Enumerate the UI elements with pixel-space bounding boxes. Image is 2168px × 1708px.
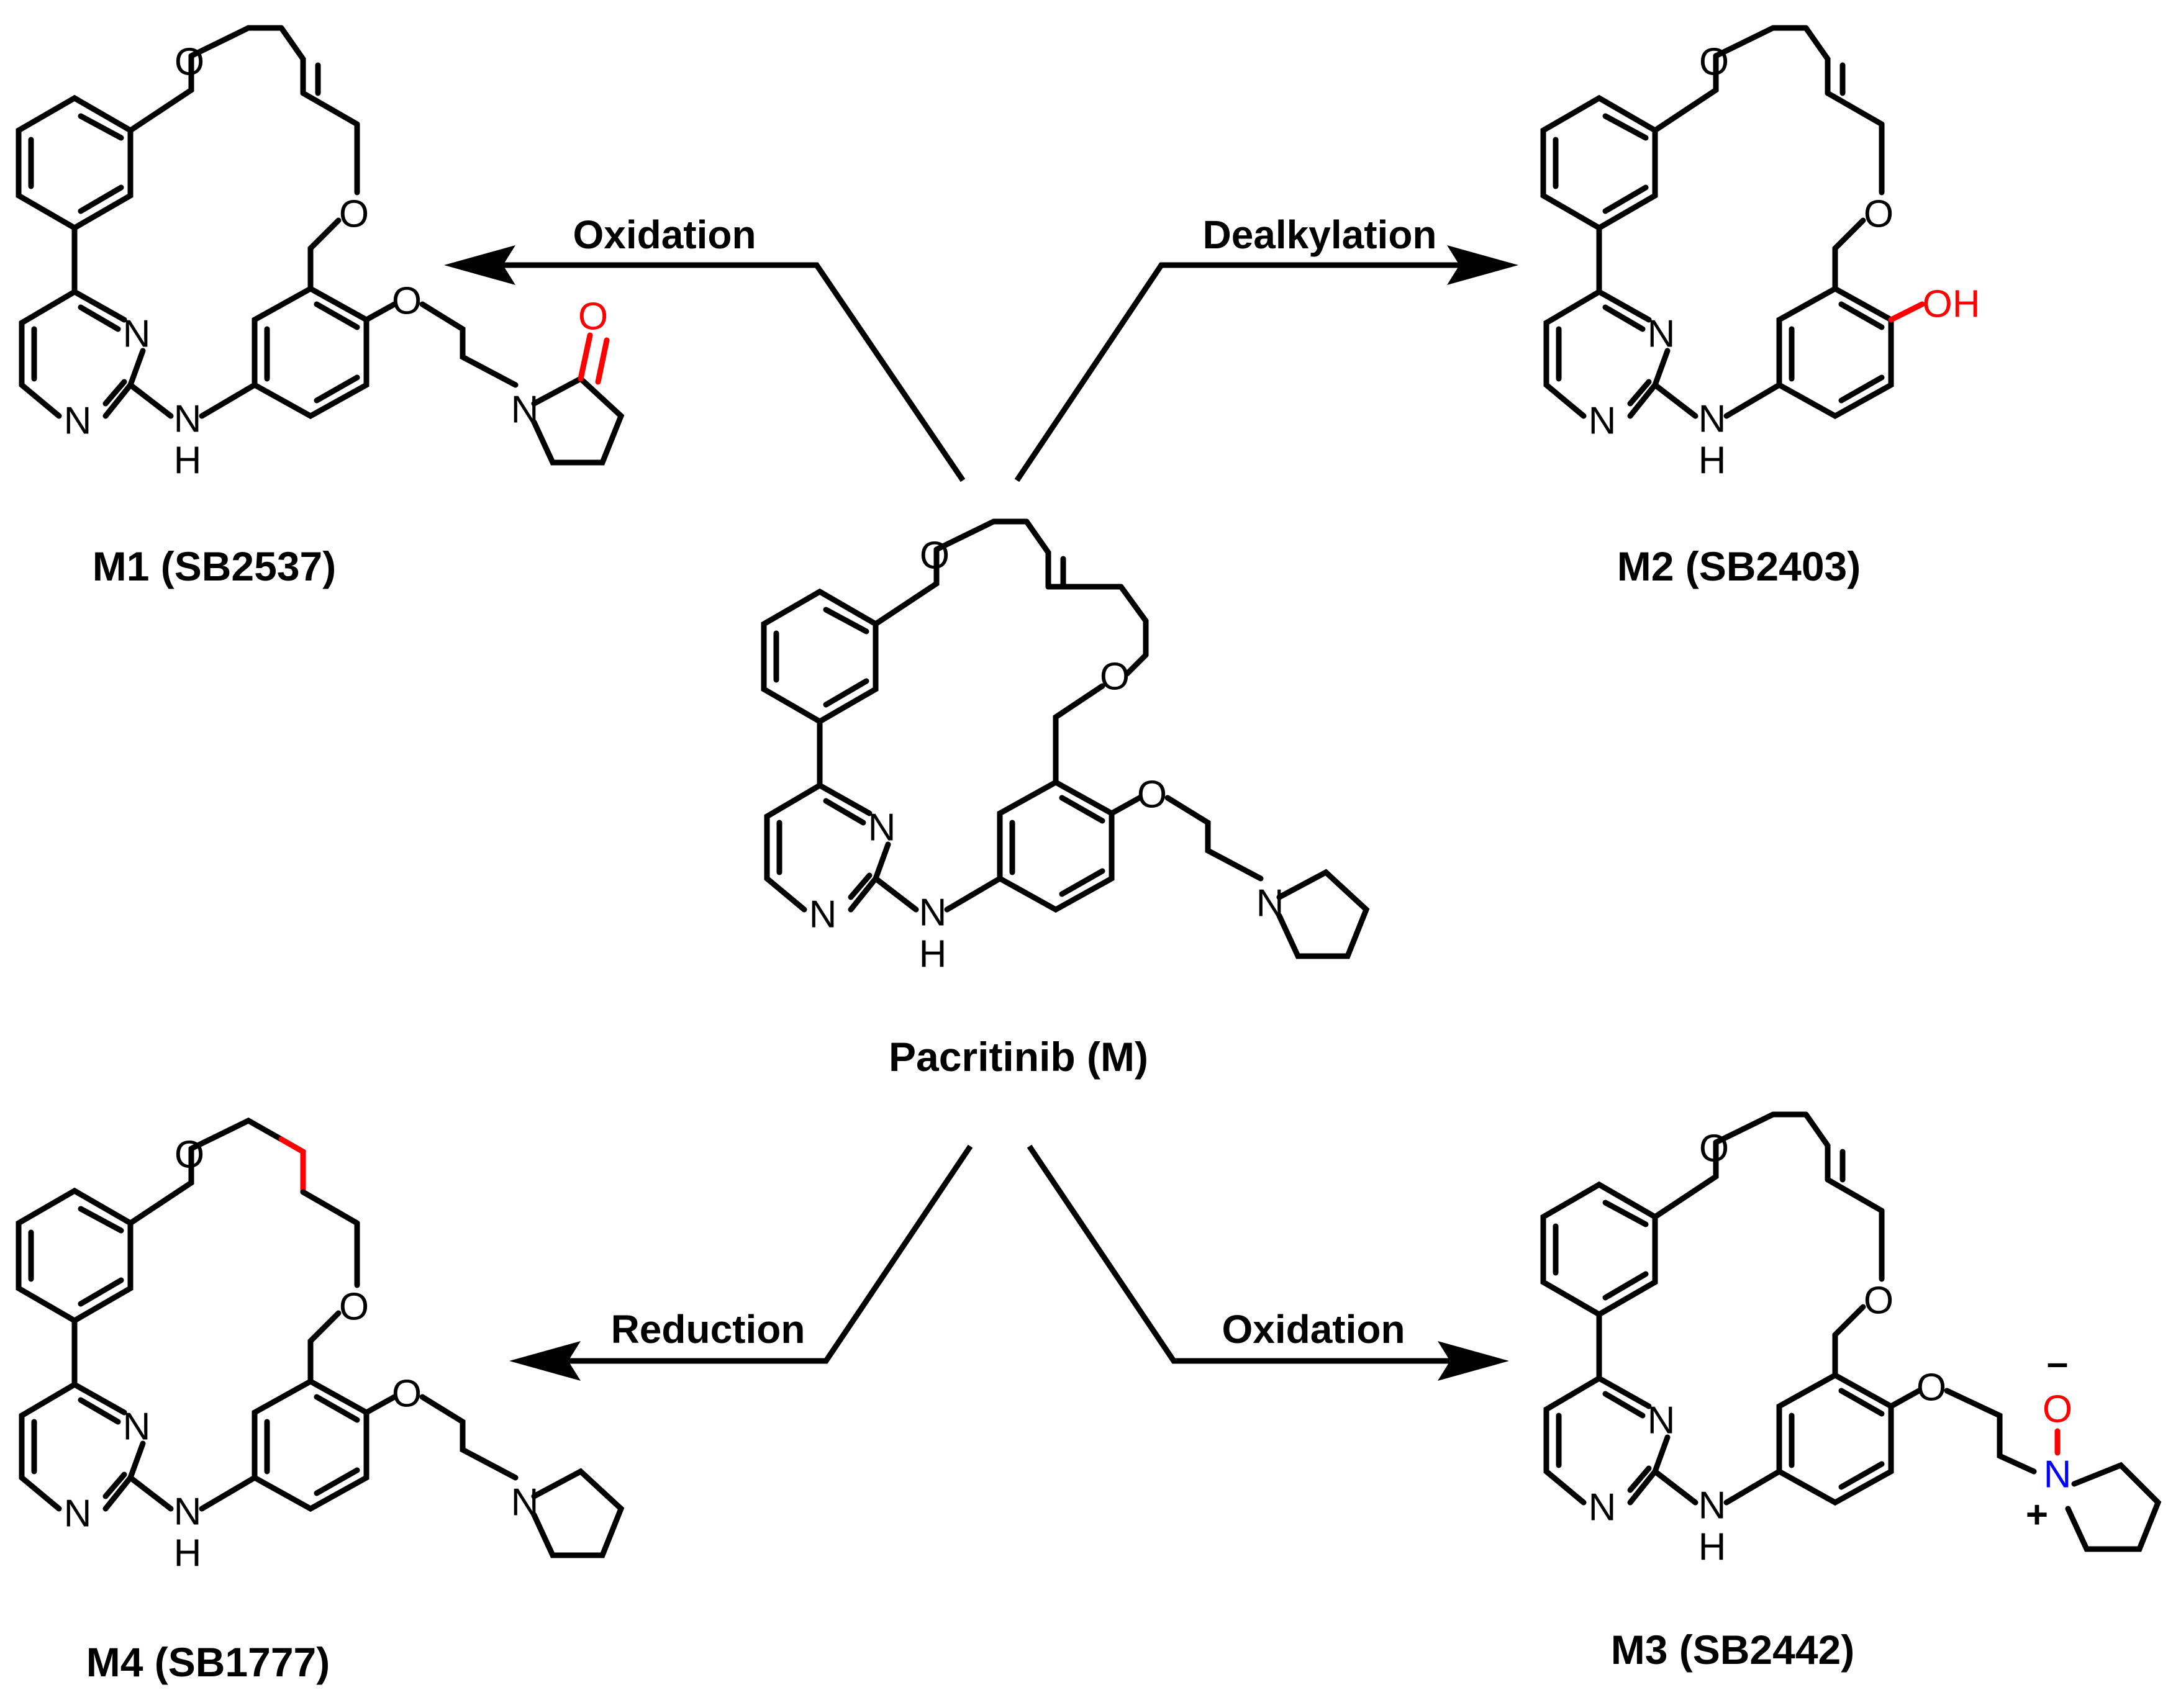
pyrimidine-n-2: N: [809, 893, 837, 936]
m2-ether-oxygen-1: O: [1699, 41, 1729, 84]
m1-ether-oxygen-1: O: [175, 41, 204, 84]
m1-pyrimidine-n-2: N: [64, 400, 92, 443]
m1-name: M1 (SB2537): [93, 543, 337, 589]
m3-amine-h: H: [1699, 1526, 1726, 1569]
m3-pyrimidine-n-2: N: [1589, 1486, 1617, 1529]
m3-ether-oxygen-1: O: [1699, 1127, 1729, 1170]
m1-pyrimidine-n-1: N: [123, 313, 151, 356]
m2-amine-h: H: [1699, 440, 1726, 482]
amine-h: H: [919, 933, 947, 976]
m1-structure: O O O N N N H N O: [16, 25, 625, 482]
m2-name: M2 (SB2403): [1617, 543, 1861, 589]
parent-name: Pacritinib (M): [889, 1034, 1148, 1080]
ether-oxygen-2: O: [1100, 656, 1130, 698]
m3-name: M3 (SB2442): [1611, 1627, 1855, 1673]
m4-ether-oxygen-3: O: [392, 1373, 422, 1416]
m3-pyrimidine-n-1: N: [1648, 1399, 1676, 1442]
m1-ether-oxygen-3: O: [392, 280, 422, 323]
m2-amine-n: N: [1699, 398, 1726, 441]
m1-pyrrolidinone-n: N: [511, 389, 539, 432]
m4-structure: O O O N N N H N: [16, 1117, 625, 1575]
m4-pyrrolidine-n: N: [511, 1481, 539, 1524]
label-dealkylation-m2: Dealkylation: [1202, 212, 1436, 257]
m3-structure: O O O N N N H N O + –: [1540, 1111, 2162, 1569]
pyrimidine-n-1: N: [868, 807, 896, 849]
m4-amine-h: H: [174, 1532, 202, 1575]
m2-hydroxyl: OH: [1923, 283, 1980, 326]
m3-ether-oxygen-3: O: [1916, 1367, 1946, 1409]
label-oxidation-m3: Oxidation: [1222, 1307, 1405, 1352]
m2-structure: O O OH N N N H: [1540, 25, 1980, 482]
ether-oxygen-1: O: [920, 535, 950, 577]
m4-amine-n: N: [174, 1491, 202, 1534]
m3-ether-oxygen-2: O: [1864, 1280, 1894, 1322]
m4-ether-oxygen-1: O: [175, 1134, 204, 1177]
m1-ether-oxygen-2: O: [339, 193, 369, 236]
m3-minus-charge: –: [2047, 1342, 2068, 1385]
m2-pyrimidine-n-2: N: [1589, 400, 1617, 443]
label-oxidation-m1: Oxidation: [573, 212, 756, 257]
parent-structure: O O O N N N H N: [761, 518, 1370, 976]
arrow-to-m3: [1027, 1144, 1509, 1381]
m1-amine-h: H: [174, 440, 202, 482]
m3-noxide-nitrogen: N: [2044, 1453, 2072, 1496]
ether-oxygen-3: O: [1137, 774, 1167, 816]
arrow-to-m1: [444, 245, 966, 482]
m3-noxide-oxygen: O: [2043, 1388, 2072, 1431]
m4-pyrimidine-n-2: N: [64, 1493, 92, 1535]
amine-n: N: [919, 892, 947, 934]
m1-amine-n: N: [174, 398, 202, 441]
m4-pyrimidine-n-1: N: [123, 1406, 151, 1448]
m2-ether-oxygen-2: O: [1864, 193, 1894, 236]
m1-carbonyl-oxygen: O: [578, 296, 608, 338]
m3-plus-charge: +: [2026, 1494, 2048, 1537]
label-reduction-m4: Reduction: [611, 1307, 805, 1352]
m4-ether-oxygen-2: O: [339, 1286, 369, 1329]
arrow-to-m4: [509, 1144, 973, 1381]
m2-pyrimidine-n-1: N: [1648, 313, 1676, 356]
m3-amine-n: N: [1699, 1484, 1726, 1527]
m4-name: M4 (SB1777): [86, 1639, 330, 1685]
pyrrolidine-n: N: [1256, 882, 1284, 925]
arrow-to-m2: [1014, 245, 1518, 482]
